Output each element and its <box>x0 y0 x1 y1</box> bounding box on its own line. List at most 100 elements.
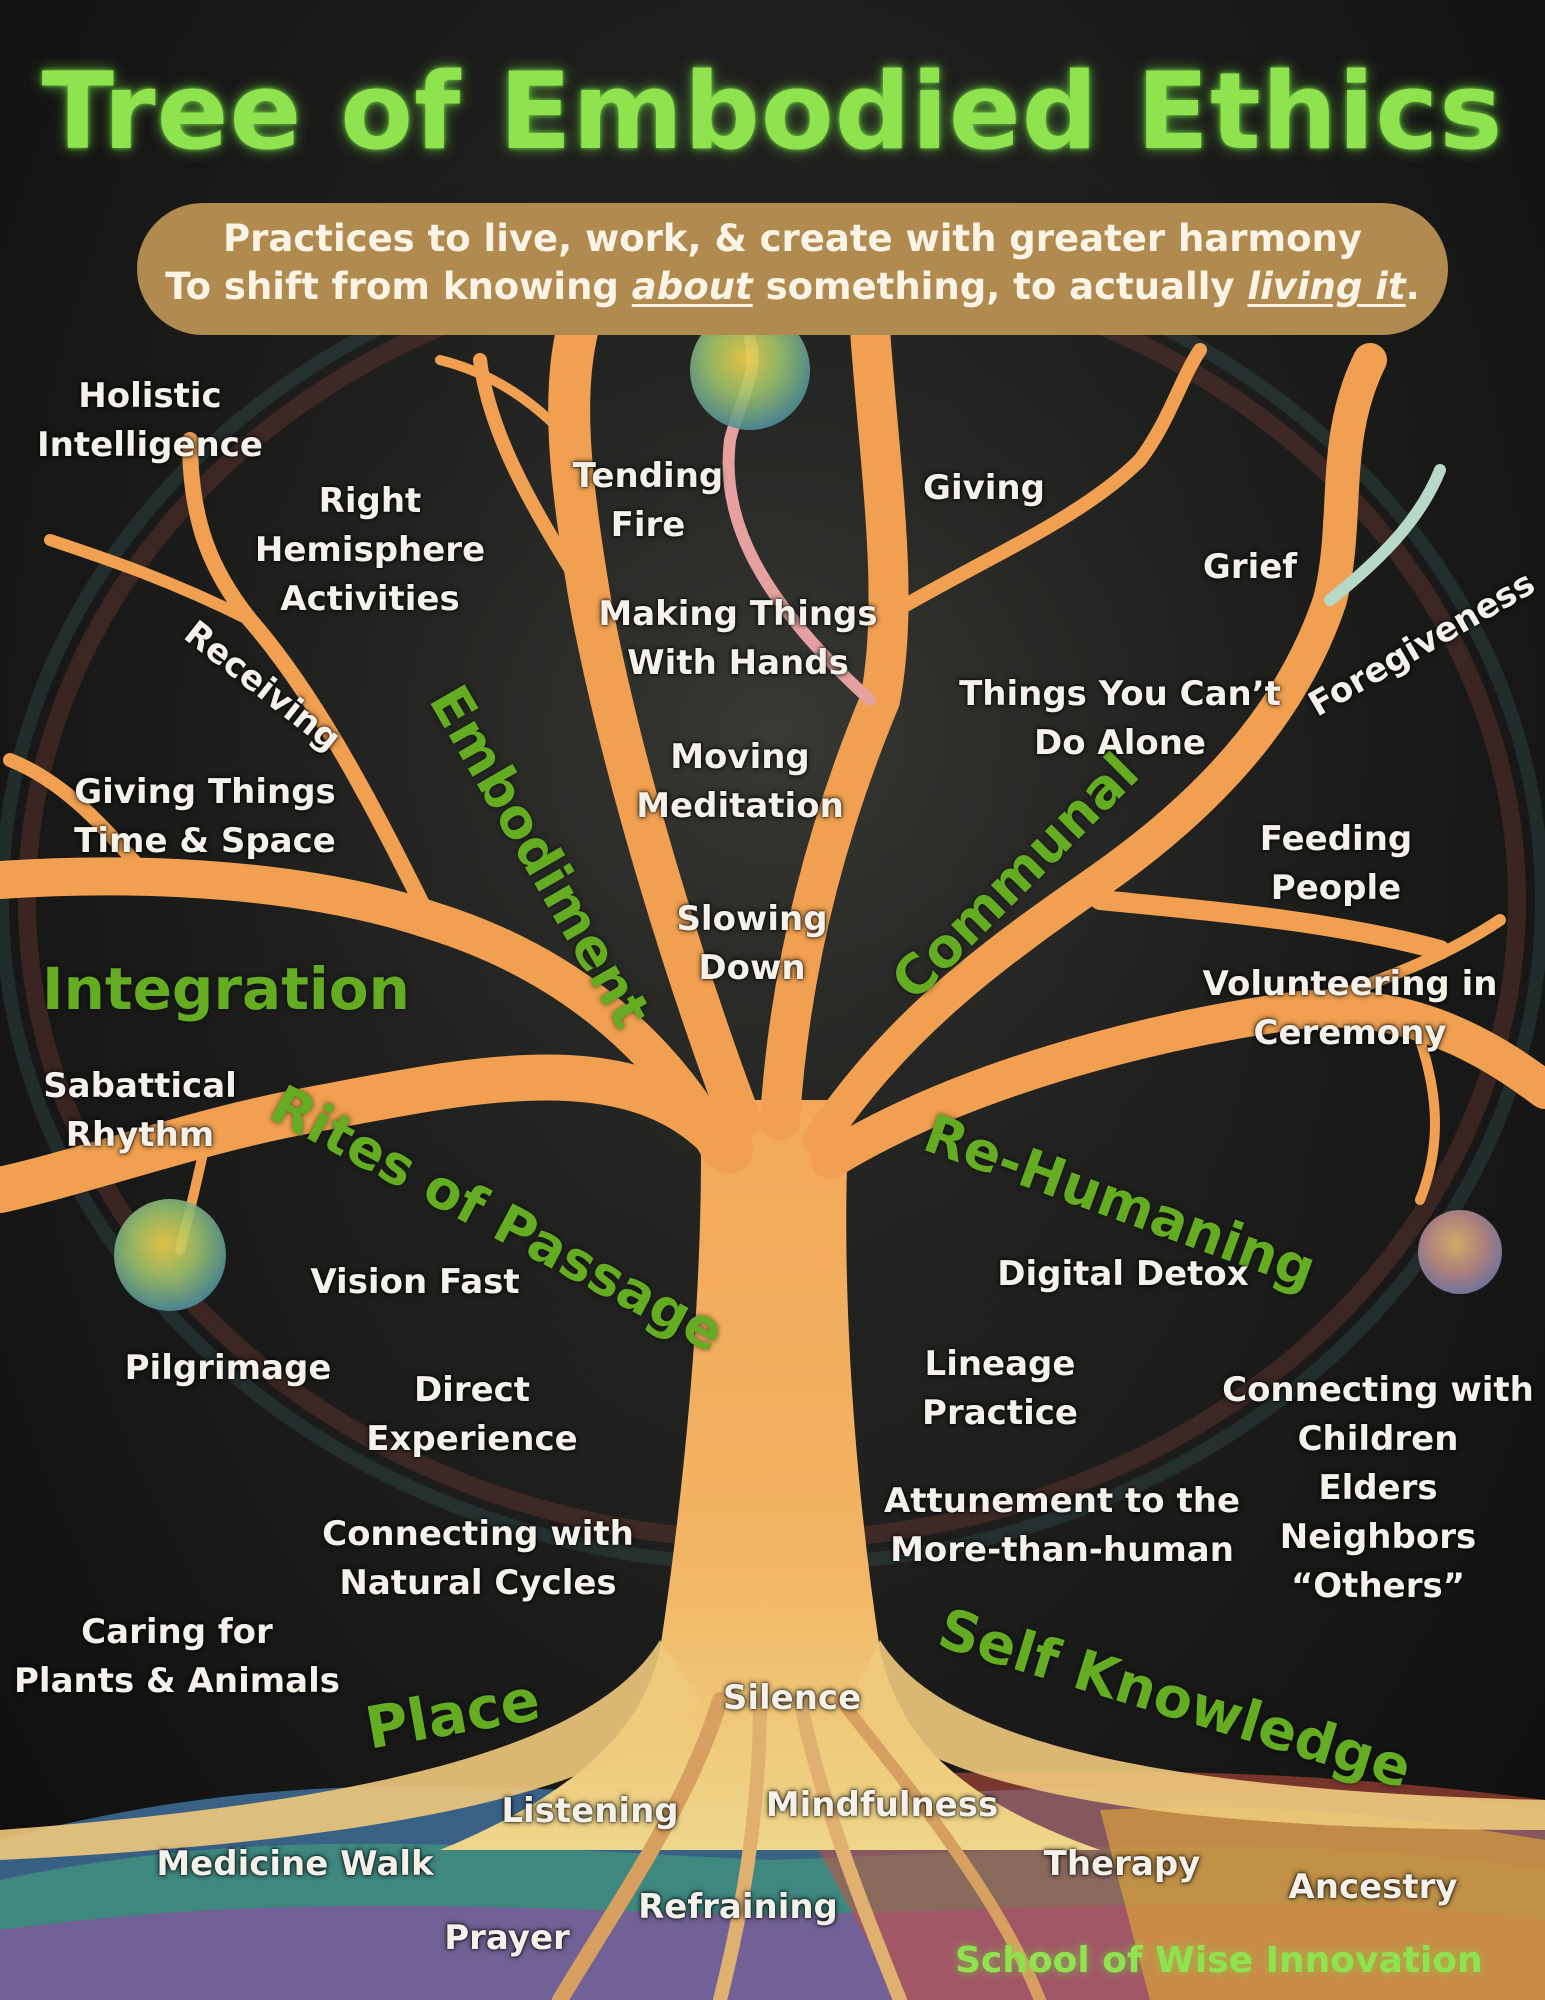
practice-vision-fast: Vision Fast <box>310 1258 519 1307</box>
practice-line: Tending <box>572 456 724 496</box>
practice-line: Fire <box>610 505 686 545</box>
practice-line: Digital Detox <box>997 1254 1249 1294</box>
twig-left-5 <box>435 355 565 435</box>
trunk-flare-right <box>850 1640 1545 1830</box>
practice-line: Therapy <box>1043 1844 1201 1884</box>
subtitle-emphasis-living: living it <box>1247 265 1406 308</box>
practice-natural-cycles: Connecting with Natural Cycles <box>322 1510 634 1608</box>
practice-line: More-than-human <box>890 1530 1234 1570</box>
practice-line: Neighbors <box>1279 1517 1477 1557</box>
subtitle-text-c: . <box>1405 265 1420 308</box>
practice-digital-detox: Digital Detox <box>997 1250 1248 1299</box>
practice-lineage-practice: Lineage Practice <box>922 1340 1078 1438</box>
practice-line: Right <box>318 481 422 521</box>
practice-line: Refraining <box>638 1887 838 1927</box>
orb-right <box>1418 1210 1502 1294</box>
practice-prayer: Prayer <box>444 1914 570 1963</box>
practice-line: Attunement to the <box>883 1481 1241 1521</box>
practice-line: Connecting with <box>322 1514 634 1554</box>
practice-making-things: Making Things With Hands <box>598 590 877 688</box>
practice-line: Practice <box>922 1393 1078 1433</box>
practice-connecting-with-others: Connecting with Children Elders Neighbor… <box>1222 1366 1534 1611</box>
practice-line: Giving Things <box>74 772 336 812</box>
practice-giving-things-time-space: Giving Things Time & Space <box>74 768 336 866</box>
practice-line: Do Alone <box>1033 723 1206 763</box>
practice-holistic-intelligence: Holistic Intelligence <box>37 372 263 470</box>
poster-title: Tree of Embodied Ethics <box>41 50 1504 173</box>
practice-line: Things You Can’t <box>959 674 1281 714</box>
practice-line: People <box>1270 868 1402 908</box>
practice-line: Silence <box>722 1678 862 1718</box>
practice-line: Moving <box>670 737 810 777</box>
practice-therapy: Therapy <box>1044 1840 1201 1889</box>
practice-line: Prayer <box>444 1918 570 1958</box>
subtitle-text-a: To shift from knowing <box>165 265 632 308</box>
practice-right-hemisphere: Right Hemisphere Activities <box>255 477 485 624</box>
practice-line: Down <box>698 948 806 988</box>
branch-right-mid <box>1090 890 1450 960</box>
subtitle-banner: Practices to live, work, & create with g… <box>137 203 1448 335</box>
root-4 <box>834 1694 1046 2000</box>
practice-ancestry: Ancestry <box>1288 1863 1457 1912</box>
practice-tending-fire: Tending Fire <box>573 452 723 550</box>
practice-refraining: Refraining <box>638 1883 838 1932</box>
practice-line: Listening <box>501 1791 679 1831</box>
practice-line: Slowing <box>676 899 828 939</box>
twig-left-4 <box>473 353 597 607</box>
practice-attunement: Attunement to the More-than-human <box>884 1477 1240 1575</box>
practice-line: Making Things <box>598 594 878 634</box>
root-2 <box>713 1693 767 2000</box>
practice-line: Volunteering in <box>1202 964 1498 1004</box>
practice-mindfulness: Mindfulness <box>766 1781 998 1830</box>
branch-left-main <box>0 1054 753 1213</box>
root-3 <box>793 1693 907 2000</box>
branch-center-left <box>548 299 761 1141</box>
twig-right-2 <box>1324 464 1446 606</box>
practice-line: Medicine Walk <box>156 1844 434 1884</box>
branch-center <box>760 310 909 1140</box>
practice-line: With Hands <box>627 643 849 683</box>
practice-things-you-cant-do-alone: Things You Can’t Do Alone <box>959 670 1281 768</box>
trunk-flare-left <box>0 1640 700 1860</box>
twig-left-3 <box>3 753 157 887</box>
practice-volunteering-in-ceremony: Volunteering in Ceremony <box>1203 960 1498 1058</box>
practice-caring-for-plants: Caring for Plants & Animals <box>14 1608 340 1706</box>
practice-line: Caring for <box>81 1612 273 1652</box>
twig-right-1 <box>873 343 1207 627</box>
practice-line: Lineage <box>924 1344 1076 1384</box>
subtitle-line-1: Practices to live, work, & create with g… <box>223 217 1362 260</box>
background-halo <box>12 120 1532 1480</box>
practice-slowing-down: Slowing Down <box>676 895 827 993</box>
practice-line: Time & Space <box>74 821 336 861</box>
practice-line: Hemisphere <box>254 530 486 570</box>
practice-line: Intelligence <box>37 425 263 465</box>
twig-left-1 <box>182 432 438 928</box>
subtitle-text-b: something, to actually <box>752 265 1248 308</box>
practice-line: Feeding <box>1259 819 1413 859</box>
subtitle-line-2: To shift from knowing about something, t… <box>137 265 1448 308</box>
practice-moving-meditation: Moving Meditation <box>636 733 844 831</box>
practice-line: Giving <box>923 468 1045 508</box>
practice-pilgrimage: Pilgrimage <box>125 1344 332 1393</box>
practice-line: Rhythm <box>65 1115 215 1155</box>
practice-silence: Silence <box>723 1674 861 1723</box>
practice-grief: Grief <box>1203 543 1297 592</box>
practice-line: Plants & Animals <box>14 1661 340 1701</box>
practice-line: Elders <box>1318 1468 1438 1508</box>
practice-line: Direct <box>413 1370 531 1410</box>
practice-line: Mindfulness <box>765 1785 999 1825</box>
category-integration: Integration <box>42 955 410 1023</box>
practice-line: Pilgrimage <box>124 1348 332 1388</box>
practice-line: Meditation <box>636 786 844 826</box>
practice-line: Ancestry <box>1288 1867 1458 1907</box>
practice-line: Holistic <box>78 376 222 416</box>
root-1 <box>552 1692 728 2000</box>
practice-medicine-walk: Medicine Walk <box>156 1840 433 1889</box>
subtitle-emphasis-about: about <box>631 265 753 308</box>
practice-sabbatical-rhythm: Sabattical Rhythm <box>43 1062 237 1160</box>
practice-line: Experience <box>366 1419 578 1459</box>
branch-right-main <box>811 989 1545 1179</box>
twig-right-4 <box>1415 1035 1440 1205</box>
practice-line: Vision Fast <box>310 1262 520 1302</box>
